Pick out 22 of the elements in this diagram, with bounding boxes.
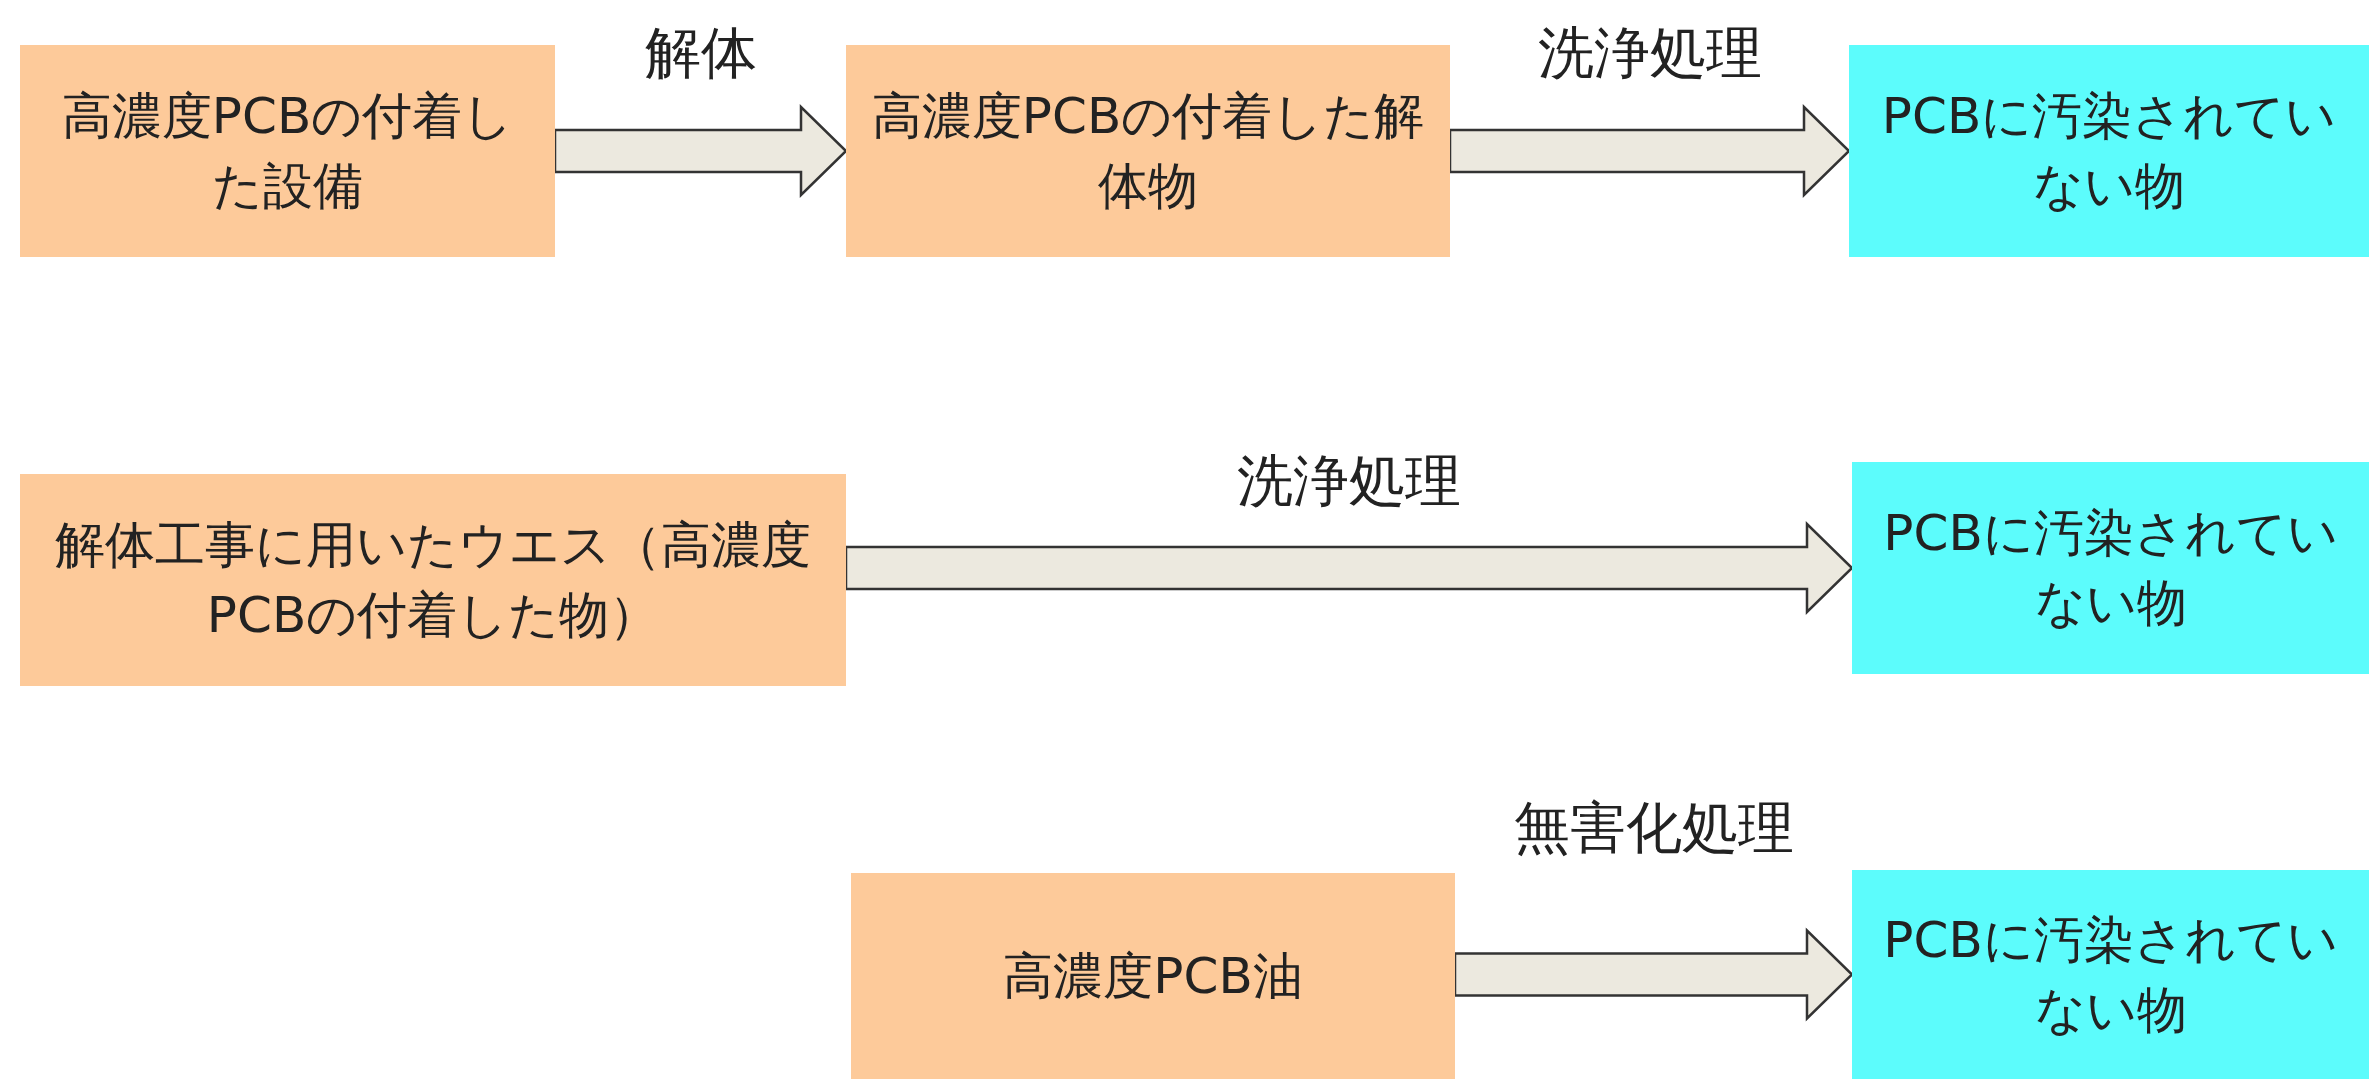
edge-label: 解体 [644,20,757,86]
box-text: 高濃度PCBの付着した設備 [60,86,515,217]
box-text: PCBに汚染されていない物 [1882,503,2339,634]
edge-label: 洗浄処理 [1237,448,1461,514]
edge-label: 洗浄処理 [1537,20,1762,86]
box-text: 高濃度PCBの付着した解体物 [870,86,1426,217]
block-arrow [1453,927,1854,1022]
process-box [1852,462,2369,674]
process-box [1849,45,2369,257]
block-arrow [1448,104,1851,198]
process-box [851,873,1455,1079]
box-text: PCBに汚染されていない物 [1880,86,2338,217]
process-box [846,45,1450,257]
process-box [1852,870,2369,1079]
process-box [20,45,555,257]
block-arrow [553,104,848,198]
edge-label: 無害化処理 [1513,795,1794,861]
box-text: 高濃度PCB油 [1003,946,1303,1007]
box-text: PCBに汚染されていない物 [1882,909,2339,1041]
block-arrow [844,521,1854,615]
process-box [20,474,846,686]
box-text: 解体工事に用いたウエス（高濃度PCBの付着した物） [54,515,812,646]
